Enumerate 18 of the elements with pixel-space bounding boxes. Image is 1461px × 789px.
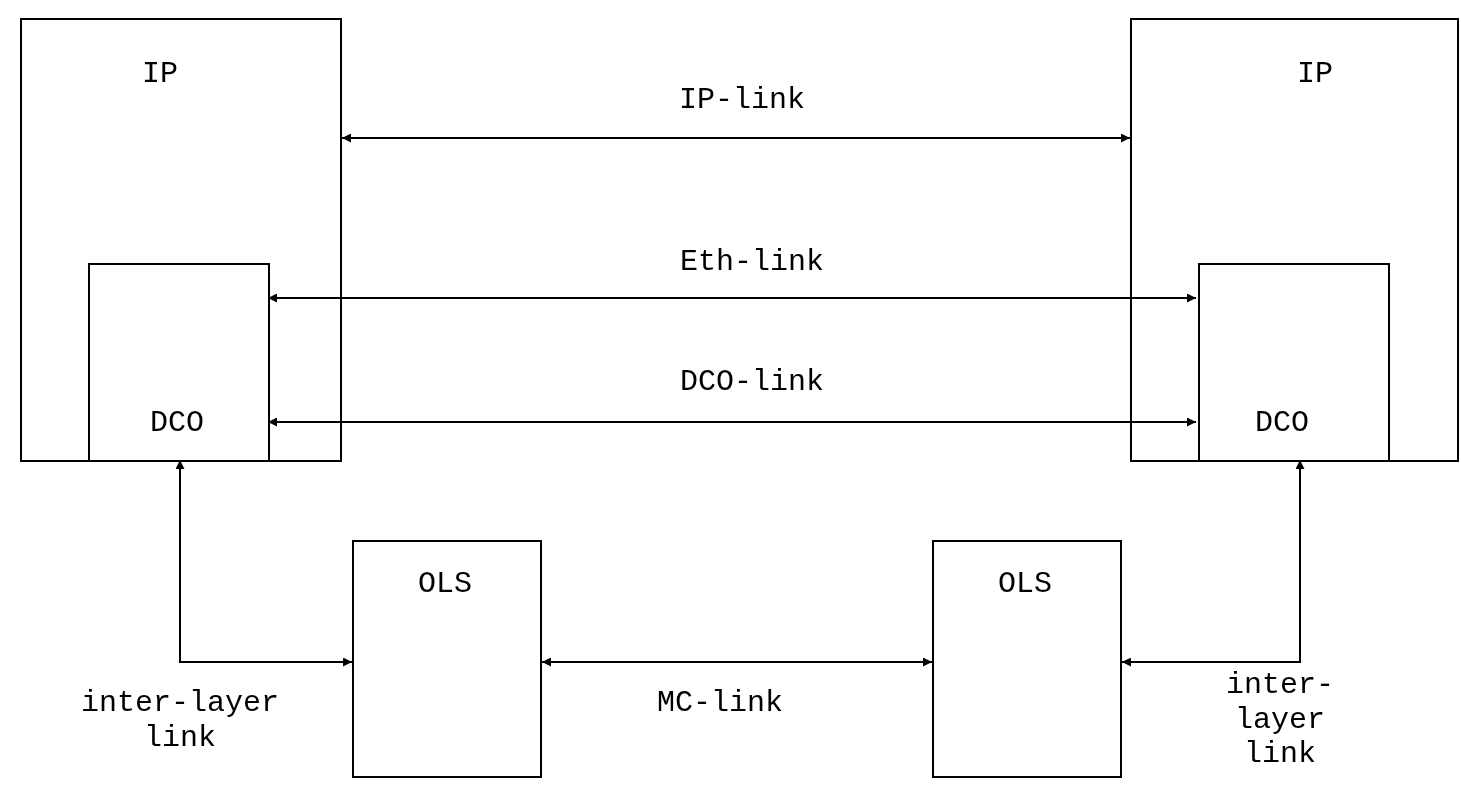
node-box (932, 540, 1122, 778)
node-label: IP (1297, 58, 1333, 91)
arrow (341, 133, 1131, 143)
node-label: OLS (998, 568, 1052, 601)
node-box (1198, 263, 1390, 462)
node-label: DCO (1255, 407, 1309, 440)
arrow (175, 459, 353, 667)
node-label: DCO (150, 407, 204, 440)
arrow (541, 657, 933, 667)
arrow (267, 293, 1197, 303)
node-label: OLS (418, 568, 472, 601)
node-box (1130, 18, 1459, 462)
node-label: IP (142, 58, 178, 91)
node-box (88, 263, 270, 462)
node-box (352, 540, 542, 778)
arrow (1121, 459, 1305, 667)
arrow (267, 417, 1197, 427)
node-box (20, 18, 342, 462)
